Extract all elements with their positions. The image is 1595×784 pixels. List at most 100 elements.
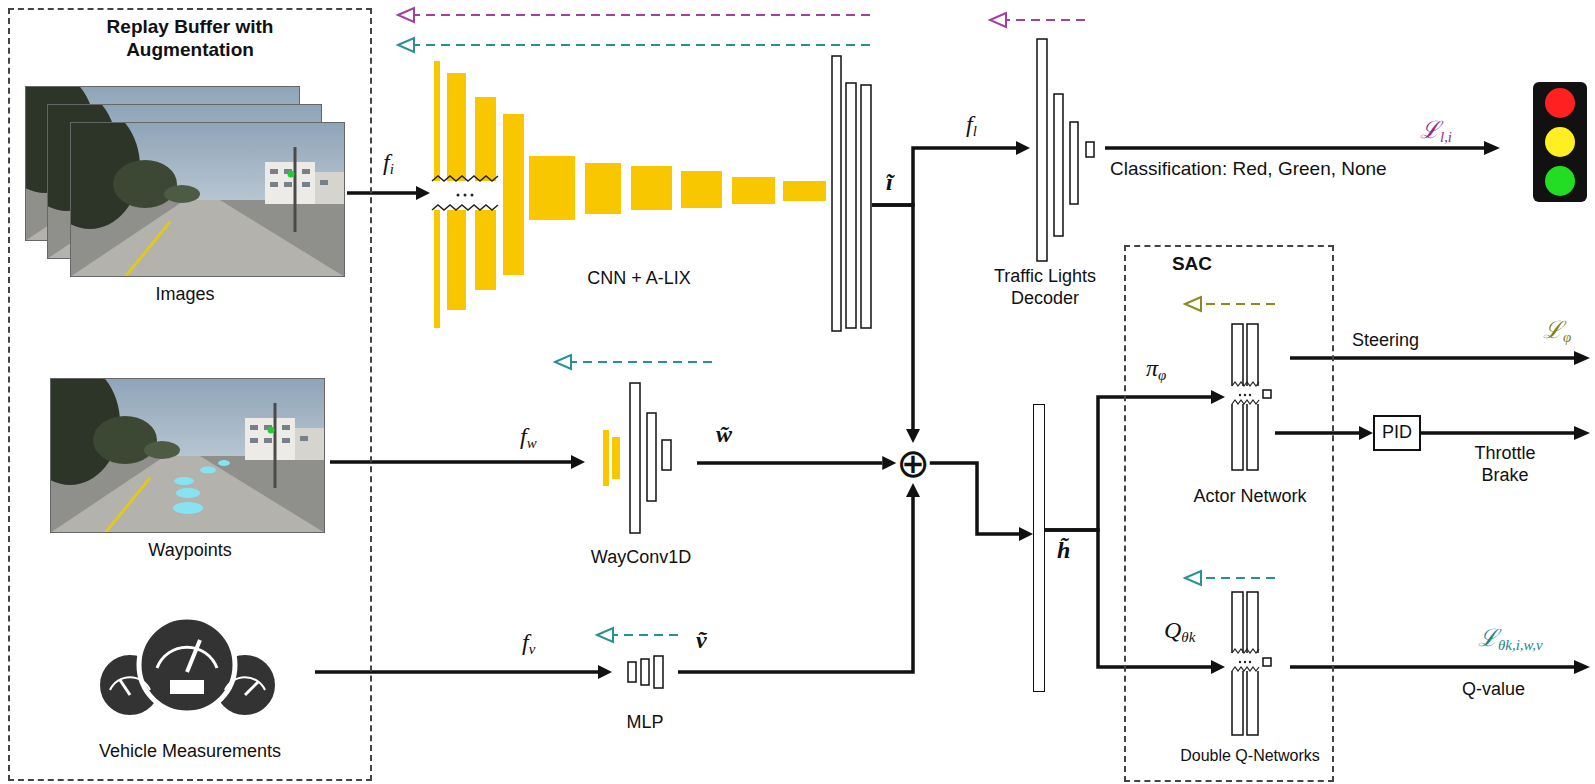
- illustration-part: [846, 83, 856, 328]
- node-label: Actor Network: [1193, 486, 1306, 508]
- illustration-part: [218, 460, 230, 466]
- free-label: ℒl,i: [1420, 116, 1452, 145]
- illustration-part: [647, 413, 656, 501]
- cnn-encoder: CNN + A-LIX: [430, 56, 872, 336]
- node-label: MLP: [626, 712, 663, 734]
- illustration-part: [457, 194, 460, 197]
- connector-line: [347, 191, 416, 195]
- illustration-part: [1249, 394, 1251, 396]
- arrow-head: [1019, 527, 1033, 541]
- illustration-part: [464, 194, 467, 197]
- illustration-part: [585, 163, 621, 214]
- measurements-block: Vehicle Measurements: [65, 625, 315, 770]
- gauges-icon: [98, 617, 277, 717]
- arrow-head: [906, 483, 920, 497]
- illustration-part: [503, 114, 524, 275]
- connector: [315, 665, 612, 679]
- feature-bars: [832, 56, 871, 331]
- illustration-part: [110, 677, 150, 690]
- q-networks: Double Q-Networks: [1225, 588, 1275, 772]
- illustration-part: [1185, 571, 1201, 585]
- illustration-part: [431, 181, 499, 210]
- actor-network: Actor Network: [1225, 322, 1275, 517]
- illustration-part: [1105, 146, 1486, 150]
- illustration-part: [630, 383, 640, 533]
- replay-buffer-box: Replay Buffer with AugmentationImagesWay…: [8, 8, 372, 781]
- illustration-part: [245, 682, 258, 695]
- connector-line: [1045, 530, 1211, 667]
- connector-line: [930, 463, 1019, 534]
- arrow-head: [1359, 426, 1373, 440]
- illustration-part: [1574, 660, 1590, 674]
- illustration-part: [529, 156, 575, 220]
- free-label: Q-value: [1462, 679, 1525, 701]
- illustration-part: [471, 194, 474, 197]
- node-label: Double Q-Networks: [1180, 746, 1320, 765]
- illustration-part: [832, 56, 841, 331]
- connector: [678, 483, 920, 672]
- connector-line: [1045, 397, 1211, 530]
- illustration-part: [1545, 88, 1575, 118]
- illustration-part: [1232, 400, 1259, 404]
- illustration-part: [1199, 577, 1275, 579]
- illustration-part: [20, 361, 325, 533]
- free-label: Steering: [1352, 330, 1419, 352]
- connector-line: [678, 497, 913, 672]
- illustration-part: [1263, 658, 1271, 666]
- symbol-subscript: i: [390, 161, 394, 177]
- latent-bar: h̃: [1033, 404, 1045, 692]
- edge-label: ĩ: [886, 168, 893, 197]
- symbol-subscript: w: [527, 435, 537, 451]
- edge-label: Qθk: [1164, 616, 1195, 645]
- edge-label: πφ: [1146, 354, 1166, 383]
- illustration-part: [1232, 382, 1259, 386]
- illustration-part: [1232, 649, 1259, 653]
- arrow-head: [571, 455, 585, 469]
- illustration-part: [174, 477, 194, 485]
- symbol-base: ℒ: [1543, 317, 1563, 343]
- node-label: Waypoints: [148, 540, 231, 562]
- symbol-subscript: θk,i,w,v: [1498, 637, 1543, 653]
- symbol-subscript: θk: [1181, 629, 1195, 645]
- illustration-part: [200, 467, 216, 474]
- connector: [347, 186, 430, 200]
- illustration-part: [1239, 394, 1241, 396]
- illustration-part: [732, 177, 775, 204]
- arrow-head: [416, 186, 430, 200]
- traffic-light-icon: [1533, 82, 1587, 202]
- illustration-part: [157, 647, 217, 668]
- symbol-base: ℒ: [1478, 625, 1498, 651]
- illustration-part: [1199, 303, 1275, 305]
- connector-line: [872, 148, 1016, 205]
- illustration-part: [569, 361, 712, 363]
- illustration-part: [432, 176, 498, 181]
- arrow-head: [882, 456, 896, 470]
- edge-label: fi: [383, 148, 394, 177]
- illustration-part: [1545, 127, 1575, 157]
- illustration-part: [1400, 431, 1576, 435]
- output-arrows: [1105, 141, 1590, 674]
- illustration-part: [612, 437, 620, 479]
- free-label: ℒθk,i,w,v: [1478, 624, 1543, 653]
- illustration-part: [173, 502, 203, 514]
- images-block: Images: [25, 86, 347, 310]
- illustration-part: [1244, 661, 1246, 663]
- connector: [872, 141, 1030, 205]
- free-label: Throttle Brake: [1465, 443, 1545, 486]
- connector-line: [872, 205, 913, 429]
- node-label: WayConv1D: [591, 547, 691, 569]
- illustration-part: [120, 680, 130, 695]
- illustration-part: [412, 44, 870, 46]
- mlp-encoder: MLP: [612, 652, 678, 738]
- decoder-bars: [1037, 39, 1094, 261]
- illustration-part: [1004, 19, 1085, 21]
- illustration-part: [662, 440, 671, 470]
- illustration-part: [1533, 82, 1587, 202]
- illustration-part: [603, 430, 609, 486]
- connector-line: [697, 461, 882, 465]
- illustration-part: [555, 355, 571, 369]
- symbol-base: ℒ: [1420, 117, 1440, 143]
- symbol-base: π: [1146, 355, 1158, 381]
- symbol-subscript: l: [973, 123, 977, 139]
